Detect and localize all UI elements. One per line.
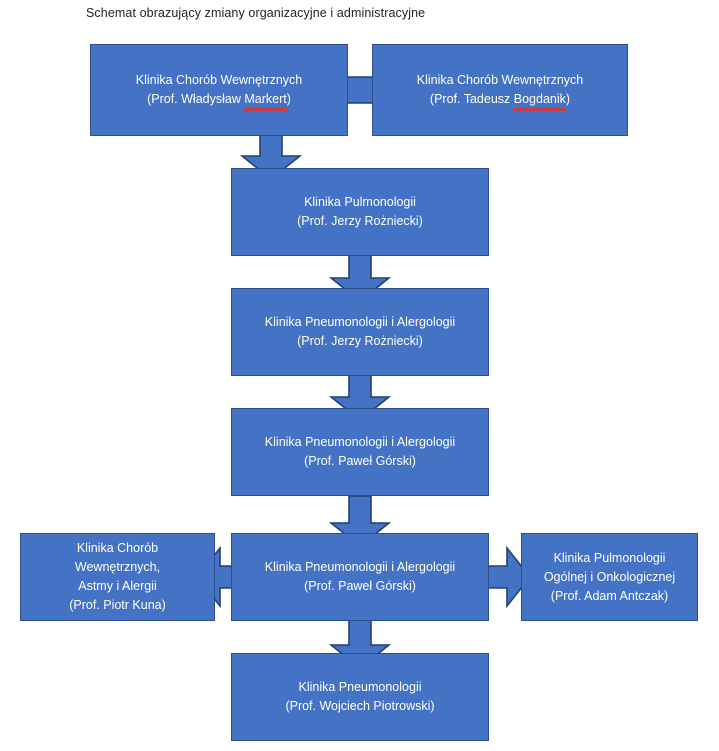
node-kuna-line4: (Prof. Piotr Kuna)	[69, 598, 166, 612]
node-markert-line2-prefix: (Prof. Władysław	[147, 92, 245, 106]
node-markert-line1: Klinika Chorób Wewnętrznych	[135, 73, 303, 87]
node-markert-line2-suffix: )	[286, 92, 291, 106]
node-pneumo-alergo-gorski-2-line2: (Prof. Paweł Górski)	[304, 579, 416, 593]
node-bogdanik-line2-prefix: (Prof. Tadeusz	[429, 92, 514, 106]
node-pulmonologii-rozniecki-line1: Klinika Pulmonologii	[304, 195, 416, 209]
node-pneumo-alergo-gorski-1-line2: (Prof. Paweł Górski)	[304, 454, 416, 468]
node-bogdanik-line1: Klinika Chorób Wewnętrznych	[416, 73, 584, 87]
node-pneumo-alergo-gorski-1-line1: Klinika Pneumonologii i Alergologii	[264, 435, 456, 449]
node-pneumo-alergo-rozniecki-line1: Klinika Pneumonologii i Alergologii	[264, 315, 456, 329]
node-bogdanik-line2: (Prof. Tadeusz Bogdanik)	[429, 90, 571, 111]
diagram-title: Schemat obrazujący zmiany organizacyjne …	[86, 6, 426, 20]
node-pneumo-alergo-rozniecki[interactable]: Klinika Pneumonologii i Alergologii (Pro…	[231, 288, 489, 376]
node-antczak[interactable]: Klinika Pulmonologii Ogólnej i Onkologic…	[521, 533, 698, 621]
node-pneumo-alergo-gorski-2[interactable]: Klinika Pneumonologii i Alergologii (Pro…	[231, 533, 489, 621]
node-markert[interactable]: Klinika Chorób Wewnętrznych (Prof. Włady…	[90, 44, 348, 136]
node-bogdanik[interactable]: Klinika Chorób Wewnętrznych (Prof. Tadeu…	[372, 44, 628, 136]
node-pneumo-alergo-rozniecki-line2: (Prof. Jerzy Rożniecki)	[297, 334, 423, 348]
node-markert-line2: (Prof. Władysław Markert)	[147, 90, 291, 111]
node-kuna-line3: Astmy i Alergii	[78, 579, 157, 593]
node-antczak-line1: Klinika Pulmonologii	[553, 550, 666, 565]
node-bogdanik-line2-suffix: )	[565, 92, 571, 106]
node-markert-misspelled-word: Markert	[244, 90, 288, 111]
node-bogdanik-misspelled-word: Bogdanik	[513, 90, 567, 111]
node-kuna-line2: Wewnętrznych,	[74, 560, 161, 574]
node-pneumo-alergo-gorski-2-line1: Klinika Pneumonologii i Alergologii	[264, 560, 456, 574]
node-piotrowski-line2: (Prof. Wojciech Piotrowski)	[285, 699, 435, 713]
node-pneumo-alergo-gorski-1[interactable]: Klinika Pneumonologii i Alergologii (Pro…	[231, 408, 489, 496]
node-piotrowski-line1: Klinika Pneumonologii	[298, 680, 422, 694]
node-pulmonologii-rozniecki-line2: (Prof. Jerzy Rożniecki)	[297, 214, 423, 228]
node-pulmonologii-rozniecki[interactable]: Klinika Pulmonologii (Prof. Jerzy Rożnie…	[231, 168, 489, 256]
node-kuna-line1: Klinika Chorób	[76, 541, 159, 555]
node-kuna[interactable]: Klinika Chorób Wewnętrznych, Astmy i Ale…	[20, 533, 215, 621]
node-antczak-line2: Ogólnej i Onkologicznej	[543, 569, 676, 584]
node-piotrowski[interactable]: Klinika Pneumonologii (Prof. Wojciech Pi…	[231, 653, 489, 741]
node-antczak-line3: (Prof. Adam Antczak)	[550, 588, 669, 603]
